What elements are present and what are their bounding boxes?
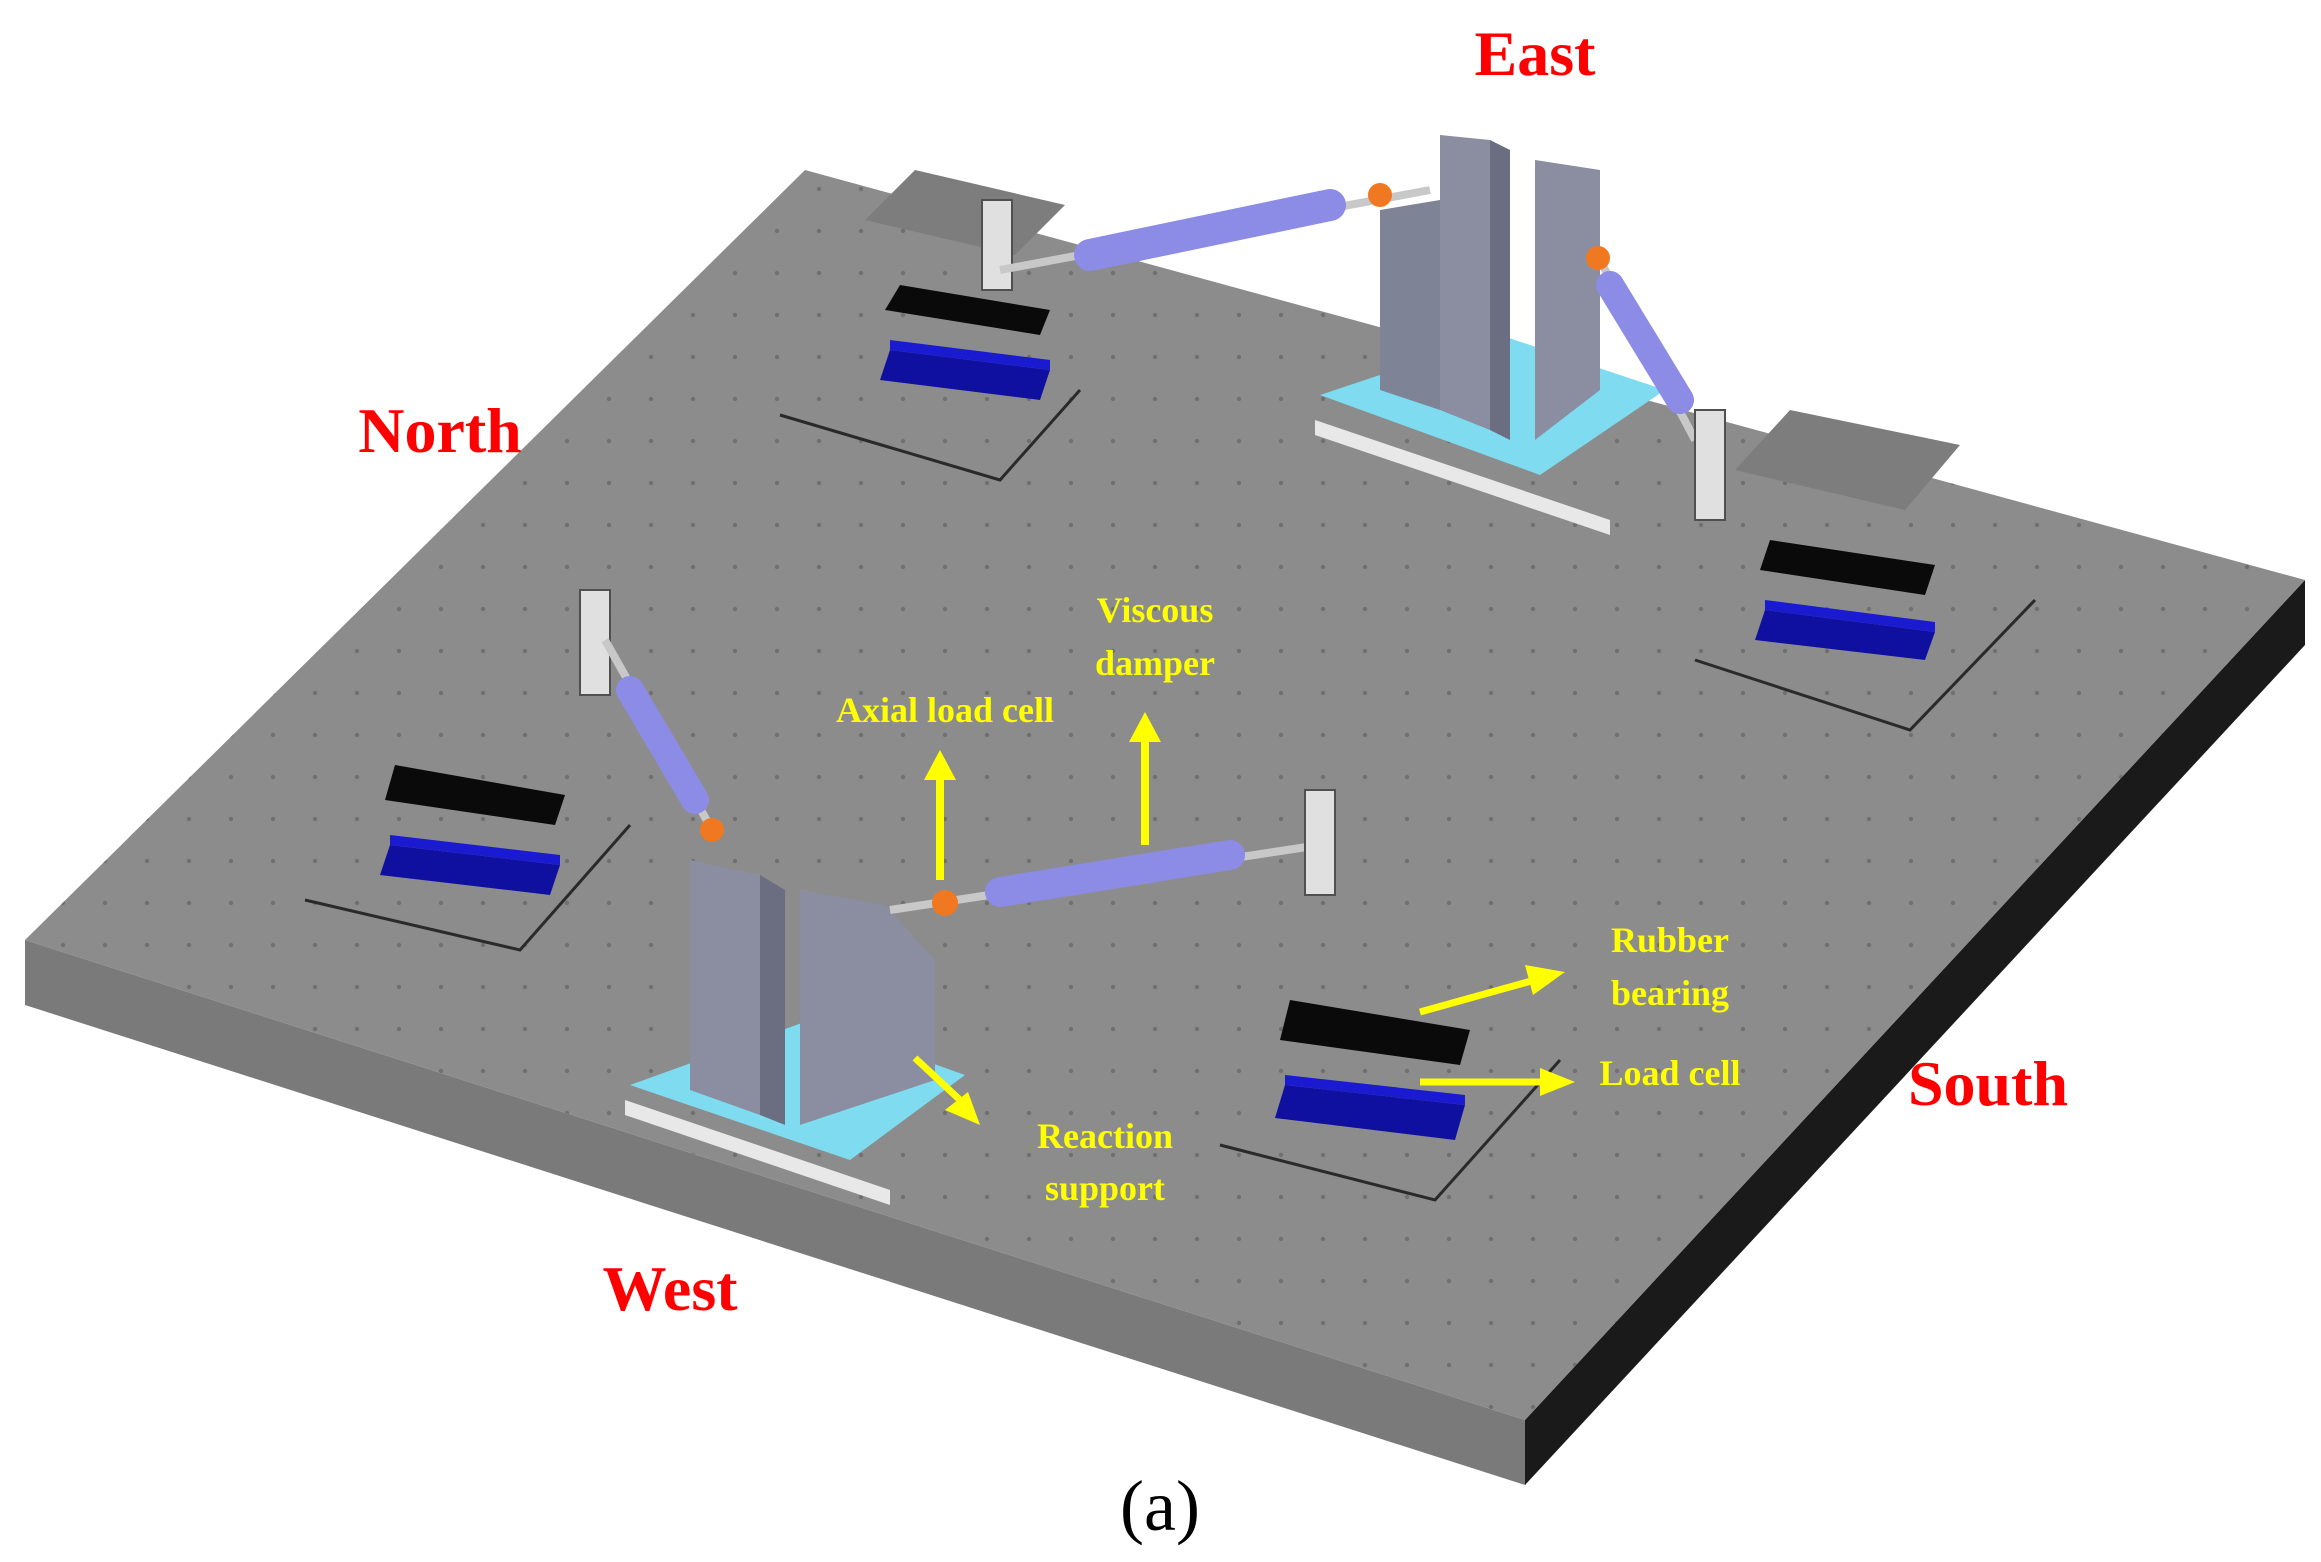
damper-north-east	[981, 183, 1431, 291]
load-cell-plate-west-top	[390, 835, 560, 865]
platform-side-face	[1525, 580, 2305, 1485]
axial-load-cell-north-east	[1368, 183, 1392, 207]
axial-load-cell-east-south	[1586, 246, 1610, 270]
support-fin-west-1	[690, 860, 760, 1115]
label-viscous-damper-line2: damper	[1095, 643, 1215, 683]
figure-caption: (a)	[1120, 1466, 1200, 1546]
bearing-assembly-west	[304, 765, 632, 952]
reaction-support-west	[625, 860, 965, 1205]
arrow-rubber-bearing	[1419, 976, 1536, 1016]
axial-load-cell-west-north	[700, 818, 724, 842]
platform-hole-pattern	[25, 170, 2305, 1420]
support-fin-west-3	[800, 890, 935, 1125]
arrow-rubber-bearing-head	[1525, 965, 1565, 995]
support-fin-west-2	[760, 875, 785, 1125]
damper-cylinder-west-south	[985, 840, 1245, 907]
reaction-support-east	[1315, 135, 1665, 535]
slab-north	[865, 170, 1065, 255]
label-viscous-damper-line1: Viscous	[1097, 590, 1214, 630]
platform-front-face	[25, 940, 1525, 1485]
label-load-cell: Load cell	[1600, 1053, 1741, 1093]
load-cell-plate-south-top	[1285, 1075, 1465, 1105]
damper-cylinder-north-east	[1074, 189, 1346, 271]
load-cell-plate-southeast-top	[1765, 600, 1935, 632]
label-east: East	[1475, 18, 1597, 89]
label-rubber-bearing-line1: Rubber	[1611, 920, 1729, 960]
bearing-rubber-north	[885, 285, 1050, 335]
groove-south	[1219, 1059, 1562, 1202]
damper-west-north	[579, 589, 724, 842]
groove-west	[304, 824, 632, 952]
groove-north	[779, 389, 1082, 482]
bearing-assembly-southeast	[1694, 410, 2037, 732]
shaking-table-platform	[25, 170, 2305, 1485]
label-reaction-support-line2: support	[1045, 1168, 1165, 1208]
support-fin-east-4	[1535, 160, 1600, 440]
bearing-assembly-south	[1219, 1000, 1562, 1202]
bearing-rubber-southeast	[1760, 540, 1935, 595]
annotation-arrows	[912, 712, 1575, 1125]
bearing-rubber-south	[1280, 1000, 1470, 1065]
load-cell-plate-north	[880, 350, 1050, 400]
damper-mount-north	[981, 199, 1013, 291]
label-axial-load-cell: Axial load cell	[836, 690, 1054, 730]
base-plate-white-east	[1315, 420, 1610, 535]
label-south: South	[1908, 1048, 2068, 1119]
groove-southeast	[1694, 598, 2037, 732]
slab-southeast	[1735, 410, 1960, 510]
damper-cylinder-west-north	[616, 676, 709, 814]
support-fin-east-1	[1440, 135, 1490, 430]
base-plate-white-west	[625, 1100, 890, 1205]
damper-mount-southeast	[1694, 409, 1726, 521]
load-cell-plate-north-top	[890, 340, 1050, 370]
label-west: West	[602, 1253, 738, 1324]
load-cell-plate-south	[1275, 1085, 1465, 1140]
arrow-viscous-damper-head	[1129, 712, 1161, 742]
damper-mount-south	[1304, 789, 1336, 896]
load-cell-plate-west	[380, 845, 560, 895]
damper-west-south	[889, 789, 1336, 916]
axial-load-cell-west-south	[932, 890, 958, 916]
support-fin-east-2	[1490, 140, 1510, 440]
label-reaction-support-line1: Reaction	[1037, 1116, 1173, 1156]
load-cell-plate-southeast	[1755, 610, 1935, 660]
support-fin-east-3	[1380, 200, 1440, 410]
label-north: North	[358, 395, 522, 466]
arrow-axial-load-cell-head	[924, 750, 956, 780]
arrow-reaction-support-head	[945, 1092, 980, 1125]
bearing-rubber-west	[385, 765, 565, 825]
damper-east-south	[1586, 246, 1726, 521]
bearing-assembly-north	[779, 170, 1082, 482]
arrow-load-cell-head	[1540, 1068, 1575, 1096]
label-rubber-bearing-line2: bearing	[1611, 973, 1729, 1013]
arrow-reaction-support	[912, 1055, 963, 1103]
damper-cylinder-east-south	[1596, 271, 1694, 414]
